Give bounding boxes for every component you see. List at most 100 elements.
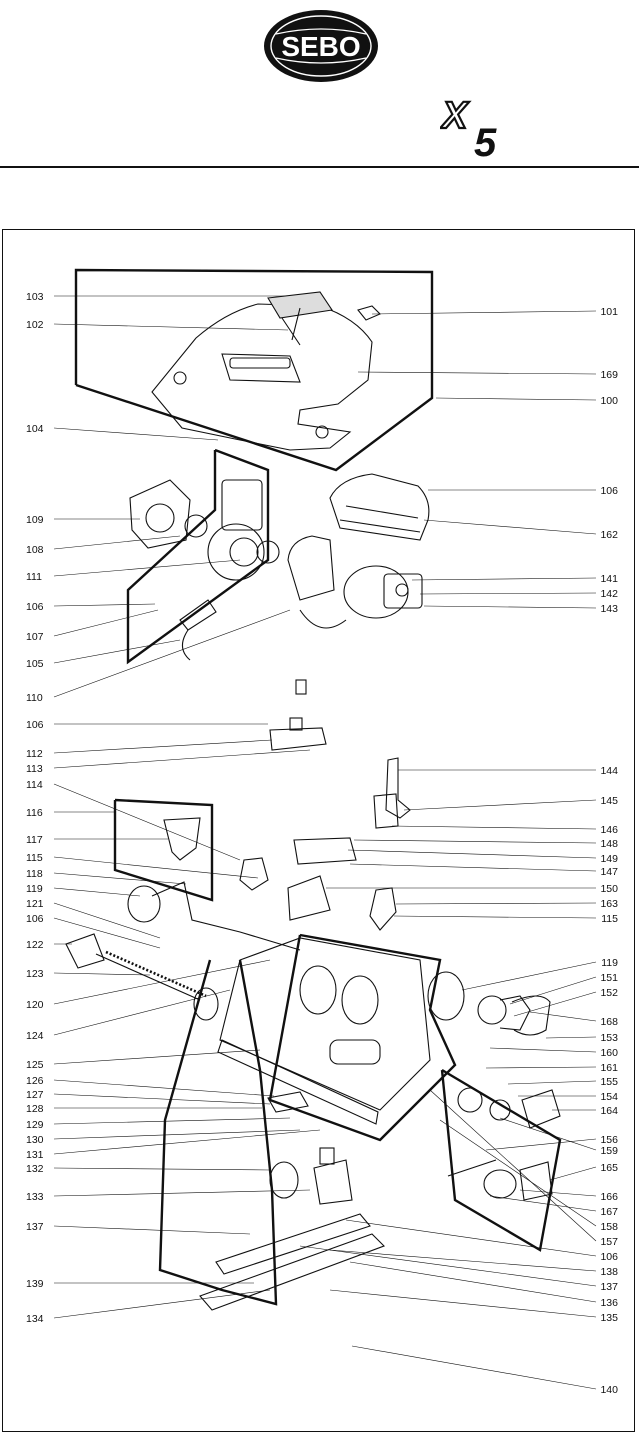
callout-106: 106 — [600, 485, 618, 497]
pulley-159 — [457, 1087, 511, 1121]
leader-line — [53, 749, 311, 769]
leader-line — [53, 427, 219, 441]
callout-142: 142 — [600, 588, 618, 600]
leader-line — [329, 1249, 597, 1272]
leader-line — [529, 1011, 597, 1022]
callout-169: 169 — [600, 369, 618, 381]
callout-166: 166 — [600, 1191, 618, 1203]
leader-line — [53, 1079, 275, 1097]
leader-line — [411, 577, 597, 581]
callout-127: 127 — [26, 1089, 44, 1101]
callout-106: 106 — [26, 601, 44, 613]
leader-line — [53, 783, 241, 861]
callout-150: 150 — [600, 883, 618, 895]
callout-124: 124 — [26, 1030, 44, 1042]
sebo-logo: SEBO — [264, 10, 378, 82]
leader-line — [435, 397, 597, 401]
leader-line — [349, 863, 597, 872]
leader-line — [513, 991, 597, 1017]
callout-101: 101 — [600, 306, 618, 318]
callout-118: 118 — [26, 868, 43, 880]
right-callouts: 1011691001061621411421431441451461481491… — [600, 306, 618, 1396]
callout-105: 105 — [26, 658, 44, 670]
leader-line — [393, 915, 597, 919]
leader-lines — [53, 295, 597, 1390]
leader-line — [53, 1289, 271, 1319]
callout-102: 102 — [26, 319, 44, 331]
callout-148: 148 — [600, 838, 618, 850]
callout-157: 157 — [600, 1236, 618, 1248]
motor-141 — [343, 565, 423, 619]
header-divider — [0, 166, 639, 168]
callout-158: 158 — [600, 1221, 618, 1233]
belt-153 — [511, 995, 551, 1036]
leader-line — [423, 605, 597, 609]
leader-line — [349, 1261, 597, 1303]
base-plate-134 — [199, 1213, 385, 1311]
callout-111: 111 — [26, 571, 42, 583]
callout-114: 114 — [26, 779, 43, 791]
callout-155: 155 — [600, 1076, 618, 1088]
brand-wordmark: SEBO — [281, 31, 360, 62]
belt-guard-164 — [521, 1089, 561, 1129]
callout-119: 119 — [26, 883, 43, 895]
group-outlines — [74, 268, 562, 1306]
callout-115: 115 — [601, 913, 618, 925]
leader-line — [53, 917, 161, 949]
callout-125: 125 — [26, 1059, 44, 1071]
leader-line — [53, 559, 241, 577]
agitator-156 — [447, 1159, 517, 1199]
model-badge: X 5 — [440, 94, 497, 162]
leader-line — [53, 1167, 271, 1171]
callout-120: 120 — [26, 999, 44, 1011]
leader-line — [395, 902, 597, 905]
leader-line — [53, 739, 273, 754]
leader-line — [53, 959, 271, 1005]
callout-122: 122 — [26, 939, 44, 951]
callout-161: 161 — [600, 1062, 618, 1074]
leader-line — [53, 1049, 261, 1065]
cover-150 — [287, 875, 331, 921]
callout-106: 106 — [26, 719, 44, 731]
callout-152: 152 — [600, 987, 618, 999]
leader-line — [299, 1245, 597, 1287]
callout-162: 162 — [600, 529, 618, 541]
model-letter: X — [440, 95, 470, 137]
callout-133: 133 — [26, 1191, 44, 1203]
callout-140: 140 — [600, 1384, 618, 1396]
motor-cover-162 — [329, 473, 430, 541]
wheel-118 — [127, 881, 301, 951]
callout-135: 135 — [600, 1312, 618, 1324]
callout-134: 134 — [26, 1313, 44, 1325]
leader-line — [53, 1117, 291, 1125]
callout-107: 107 — [26, 631, 44, 643]
callout-131: 131 — [26, 1149, 44, 1161]
leader-line — [53, 323, 289, 331]
callout-143: 143 — [600, 603, 618, 615]
callout-106: 106 — [26, 913, 44, 925]
callout-113: 113 — [26, 763, 43, 775]
callout-129: 129 — [26, 1119, 44, 1131]
leader-line — [485, 1066, 597, 1069]
leader-line — [507, 1080, 597, 1085]
leader-line — [53, 887, 141, 897]
end-cap-109 — [129, 479, 191, 549]
callout-138: 138 — [600, 1266, 618, 1278]
leader-line — [391, 825, 597, 830]
leader-line — [489, 1195, 597, 1212]
callout-100: 100 — [600, 395, 618, 407]
callout-146: 146 — [600, 824, 618, 836]
leader-line — [489, 1047, 597, 1053]
model-number: 5 — [474, 121, 497, 162]
callout-153: 153 — [600, 1032, 618, 1044]
callout-116: 116 — [26, 807, 43, 819]
bracket-144-145 — [373, 757, 411, 829]
callout-108: 108 — [26, 544, 44, 556]
leader-line — [53, 1189, 311, 1197]
leader-line — [53, 1225, 251, 1235]
leader-line — [549, 1166, 597, 1181]
callout-110: 110 — [26, 692, 43, 704]
leader-line — [357, 371, 597, 375]
callout-137: 137 — [600, 1281, 618, 1293]
bracket-127 — [267, 1091, 309, 1113]
